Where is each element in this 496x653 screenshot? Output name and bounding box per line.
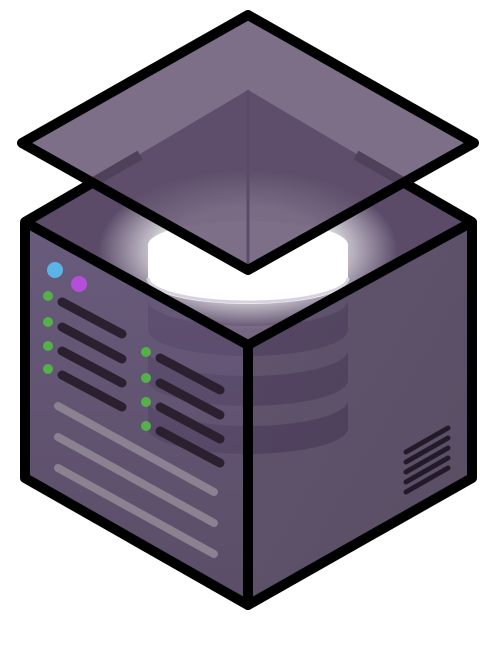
led-purple-icon: [71, 276, 87, 292]
drive-slots: [57, 297, 225, 468]
status-lights: [43, 262, 151, 431]
led-blue-icon: [47, 262, 63, 278]
lid: [17, 10, 479, 275]
vent-grille: [403, 425, 451, 495]
drive-bays: [54, 402, 218, 558]
box-outline: [20, 150, 477, 610]
